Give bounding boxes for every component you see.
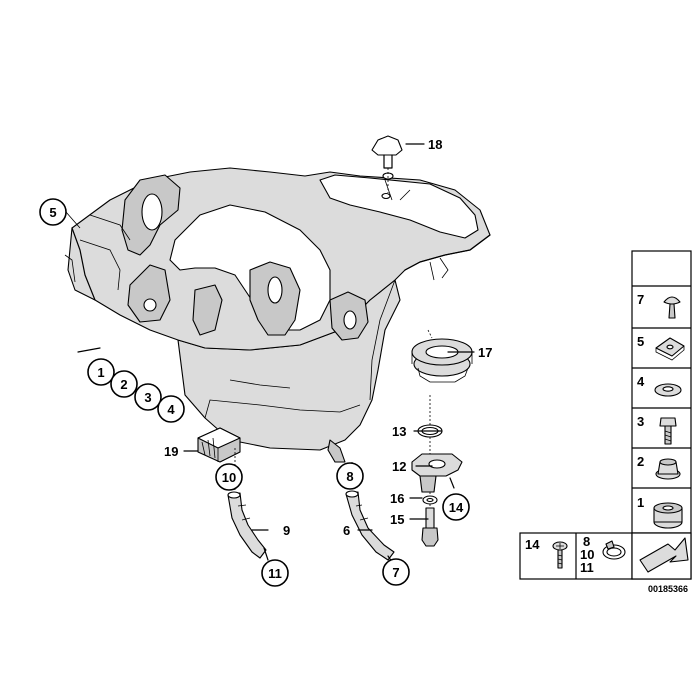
legend-push-rivet-icon bbox=[663, 296, 681, 319]
legend-label-7: 7 bbox=[637, 292, 644, 307]
svg-text:3: 3 bbox=[144, 390, 151, 405]
legend-label-4: 4 bbox=[637, 374, 645, 389]
svg-text:10: 10 bbox=[222, 470, 236, 485]
legend-label-5: 5 bbox=[637, 334, 644, 349]
callout-2: 2 bbox=[110, 370, 138, 398]
label-15: 15 bbox=[390, 512, 404, 527]
legend-washer-icon bbox=[654, 383, 682, 397]
svg-text:14: 14 bbox=[449, 500, 464, 515]
part-17-seal-ring bbox=[411, 338, 473, 383]
legend-label-2: 2 bbox=[637, 454, 644, 469]
part-15-sensor bbox=[421, 507, 439, 547]
label-12: 12 bbox=[392, 459, 406, 474]
svg-text:2: 2 bbox=[120, 377, 127, 392]
part-9-hose bbox=[227, 491, 267, 559]
legend-grommet-icon bbox=[655, 458, 681, 480]
callout-10: 10 bbox=[215, 463, 243, 491]
label-6: 6 bbox=[343, 523, 350, 538]
legend-arrow-icon bbox=[631, 532, 692, 580]
callout-1: 1 bbox=[87, 358, 115, 386]
part-19-foam-pad bbox=[197, 427, 241, 463]
label-16: 16 bbox=[390, 491, 404, 506]
legend-hose-clamp-icon bbox=[602, 540, 626, 560]
fuel-tank bbox=[64, 135, 491, 463]
reference-code: 00185366 bbox=[648, 584, 688, 594]
callout-11: 11 bbox=[261, 559, 289, 587]
legend-speed-nut-icon bbox=[655, 337, 685, 361]
legend-label-11: 11 bbox=[580, 560, 594, 575]
callout-5: 5 bbox=[39, 198, 67, 226]
label-18: 18 bbox=[428, 137, 442, 152]
legend-table: 7 5 4 3 2 1 14 8 10 11 00185366 bbox=[519, 250, 692, 594]
part-6-hose bbox=[345, 490, 395, 561]
callout-14: 14 bbox=[442, 493, 470, 521]
leader-lines bbox=[65, 143, 475, 563]
svg-text:8: 8 bbox=[346, 469, 353, 484]
legend-screw-icon bbox=[552, 541, 568, 569]
svg-text:7: 7 bbox=[392, 565, 399, 580]
legend-bolt-icon bbox=[659, 417, 677, 445]
legend-label-1: 1 bbox=[637, 495, 644, 510]
svg-text:1: 1 bbox=[97, 365, 104, 380]
label-19: 19 bbox=[164, 444, 178, 459]
part-16-washer bbox=[422, 495, 438, 505]
label-13: 13 bbox=[392, 424, 406, 439]
callout-4: 4 bbox=[157, 395, 185, 423]
dash-17 bbox=[427, 329, 433, 339]
callout-3: 3 bbox=[134, 383, 162, 411]
part-12-flange bbox=[411, 453, 463, 493]
label-9: 9 bbox=[283, 523, 290, 538]
legend-label-14: 14 bbox=[525, 537, 540, 552]
legend-label-8: 8 bbox=[583, 534, 590, 549]
callout-8: 8 bbox=[336, 462, 364, 490]
label-17: 17 bbox=[478, 345, 492, 360]
svg-text:11: 11 bbox=[268, 566, 282, 581]
svg-text:5: 5 bbox=[49, 205, 56, 220]
callout-7: 7 bbox=[382, 558, 410, 586]
legend-label-10: 10 bbox=[580, 547, 594, 562]
legend-rubber-buffer-icon bbox=[653, 502, 683, 529]
svg-text:4: 4 bbox=[167, 402, 175, 417]
legend-label-3: 3 bbox=[637, 414, 644, 429]
